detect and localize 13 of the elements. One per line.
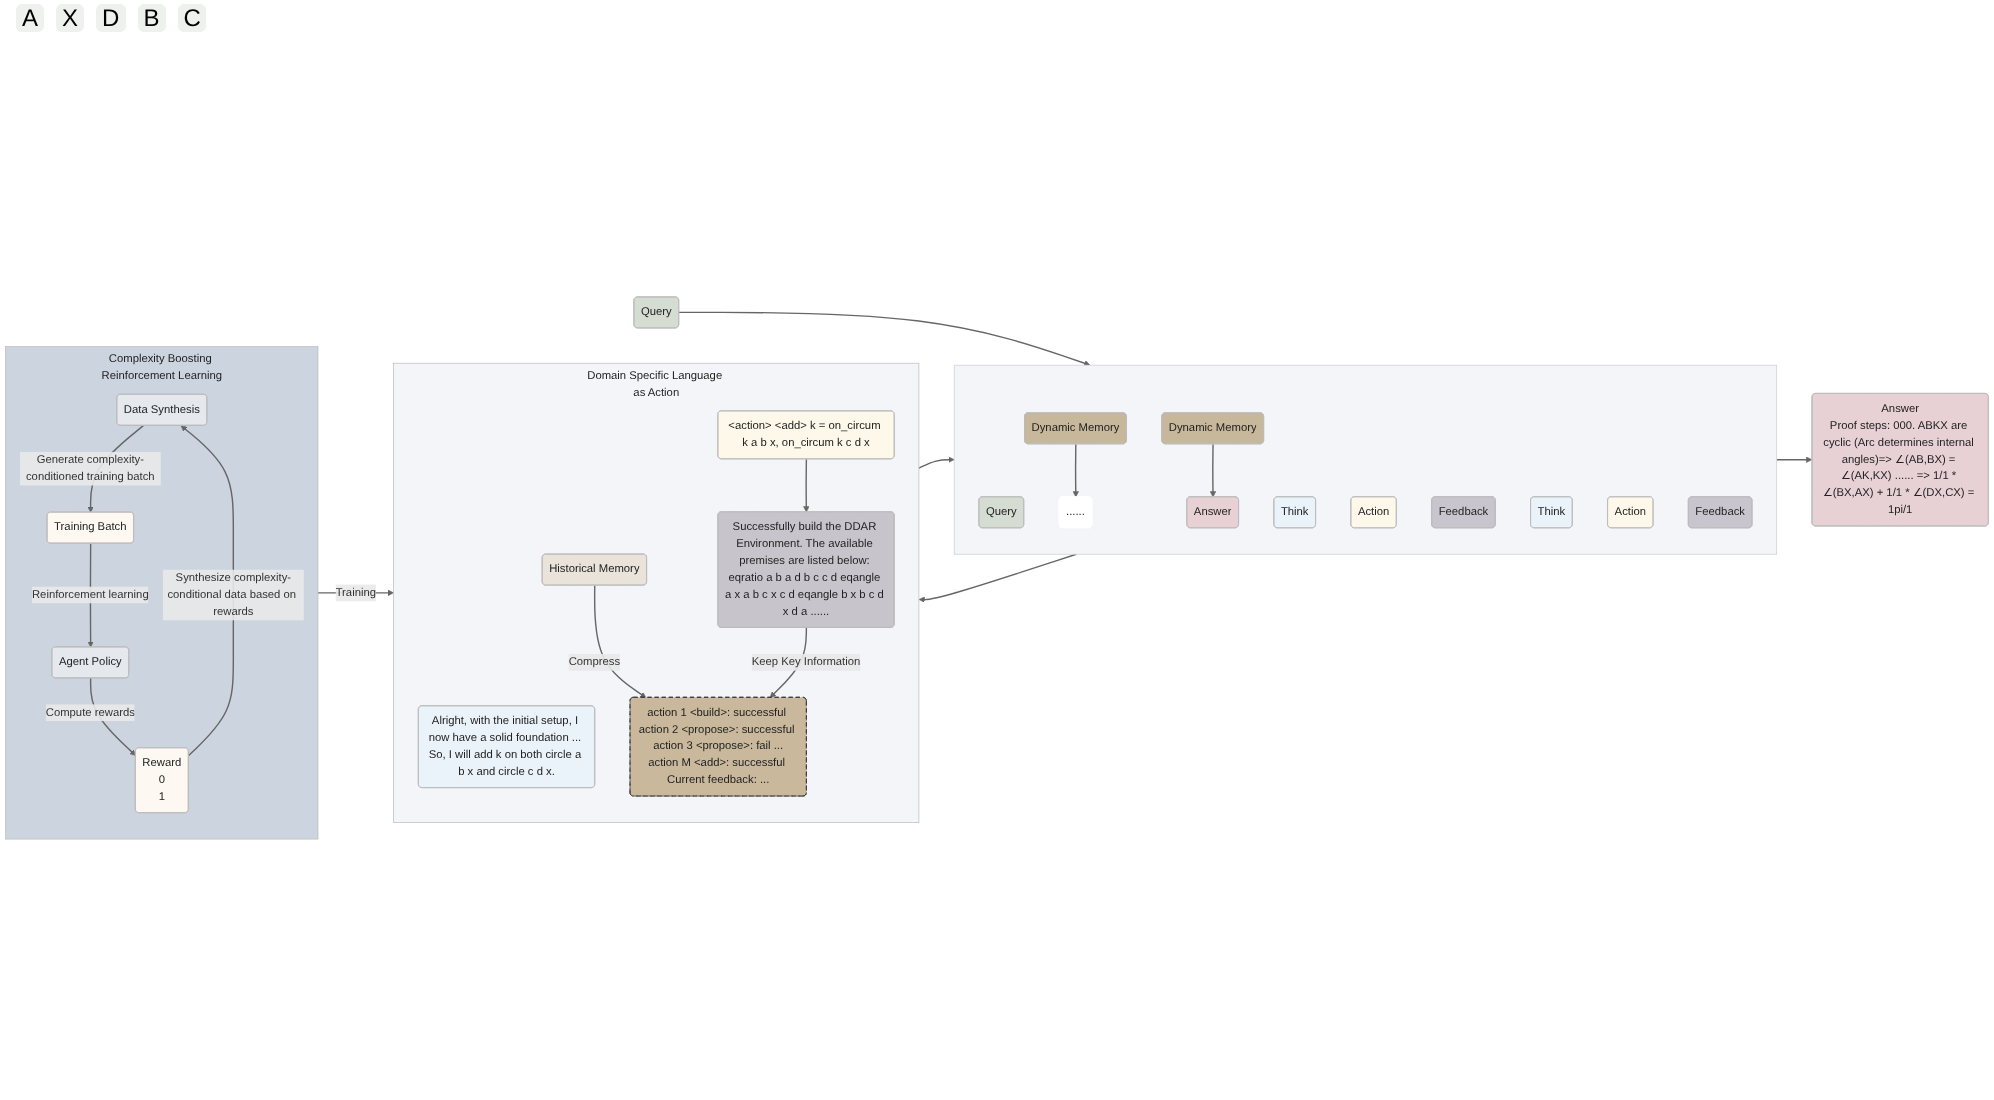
point-label: X — [56, 4, 85, 32]
point-label: D — [96, 4, 126, 32]
point-label: B — [137, 4, 166, 32]
arrow — [1776, 456, 1813, 463]
arrow — [678, 311, 1091, 367]
arrow — [918, 456, 955, 469]
arrow — [803, 458, 810, 513]
arrow — [1209, 443, 1217, 498]
arrow — [918, 553, 1077, 603]
point-label: A — [16, 4, 45, 32]
arrow — [1072, 443, 1079, 498]
point-label: C — [177, 4, 207, 32]
cluster — [953, 364, 1778, 555]
